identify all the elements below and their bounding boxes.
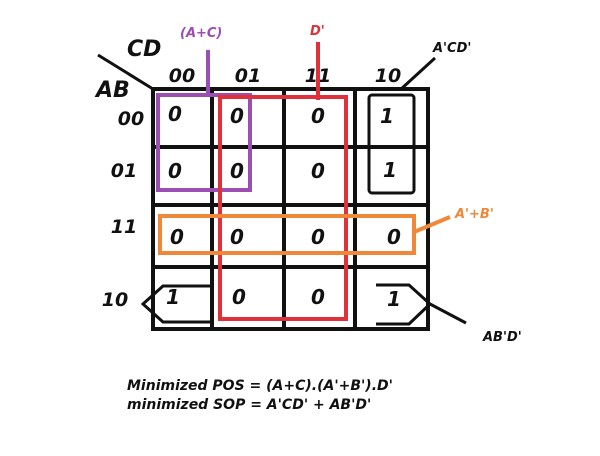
group-d-prime	[218, 42, 348, 321]
cell-r1-c0: 0	[168, 159, 182, 183]
cell-r3-c2: 0	[311, 285, 325, 309]
minimized-pos-equation: Minimized POS = (A+C).(A'+B').D'	[127, 378, 393, 394]
cell-r0-c1: 0	[230, 104, 244, 128]
col-header-10: 10	[375, 65, 401, 87]
cell-r2-c3: 0	[387, 225, 401, 249]
kmap-cells: 0 0 0 1 0 0 0 1 0 0 0 0 1 0 0 1	[166, 102, 401, 311]
row-variable-label: AB	[94, 78, 130, 103]
label-d-prime: D'	[310, 24, 325, 39]
cell-r1-c2: 0	[311, 159, 325, 183]
cell-r2-c2: 0	[311, 225, 325, 249]
leader-a-b-prime-d-prime	[429, 302, 467, 325]
label-a-prime-c-d-prime: A'CD'	[432, 41, 471, 56]
cell-r3-c3: 1	[387, 287, 401, 311]
cell-r1-c1: 0	[230, 159, 244, 183]
col-header-01: 01	[235, 65, 261, 87]
col-header-00: 00	[169, 65, 195, 87]
group-a-prime-plus-b-prime	[158, 214, 451, 255]
corner-diagonal	[97, 53, 154, 91]
column-variable-label: CD	[127, 37, 161, 62]
kmap-grid	[97, 53, 430, 331]
leader-a-prime-c-d-prime	[398, 56, 437, 92]
cell-r3-c0: 1	[166, 285, 180, 309]
leader-a-prime-plus-b-prime	[413, 215, 451, 234]
wrap-arrow-right	[376, 283, 433, 326]
grid-border	[151, 87, 430, 331]
row-header-11: 11	[111, 216, 137, 238]
group-a-plus-c	[156, 50, 252, 192]
cell-r2-c1: 0	[230, 225, 244, 249]
cell-r0-c3: 1	[380, 104, 394, 128]
cell-r3-c1: 0	[232, 285, 246, 309]
row-header-01: 01	[111, 160, 137, 182]
label-a-prime-plus-b-prime: A'+B'	[454, 207, 494, 222]
label-a-plus-c: (A+C)	[180, 26, 222, 41]
cell-r2-c0: 0	[170, 225, 184, 249]
group-box-d-prime	[218, 95, 348, 321]
cell-r1-c3: 1	[383, 158, 397, 182]
group-box-a-prime-plus-b-prime	[158, 214, 416, 255]
cell-r0-c2: 0	[311, 104, 325, 128]
row-header-10: 10	[102, 289, 128, 311]
minimized-sop-equation: minimized SOP = A'CD' + AB'D'	[127, 397, 371, 413]
row-header-00: 00	[118, 108, 144, 130]
group-a-b-prime-d-prime	[140, 283, 467, 326]
group-box-a-prime-c-d-prime	[367, 93, 416, 195]
group-box-a-plus-c	[156, 93, 252, 192]
wrap-arrow-left	[140, 284, 212, 324]
cell-r0-c0: 0	[168, 102, 182, 126]
label-a-b-prime-d-prime: AB'D'	[482, 330, 522, 345]
group-a-prime-c-d-prime	[367, 56, 437, 195]
